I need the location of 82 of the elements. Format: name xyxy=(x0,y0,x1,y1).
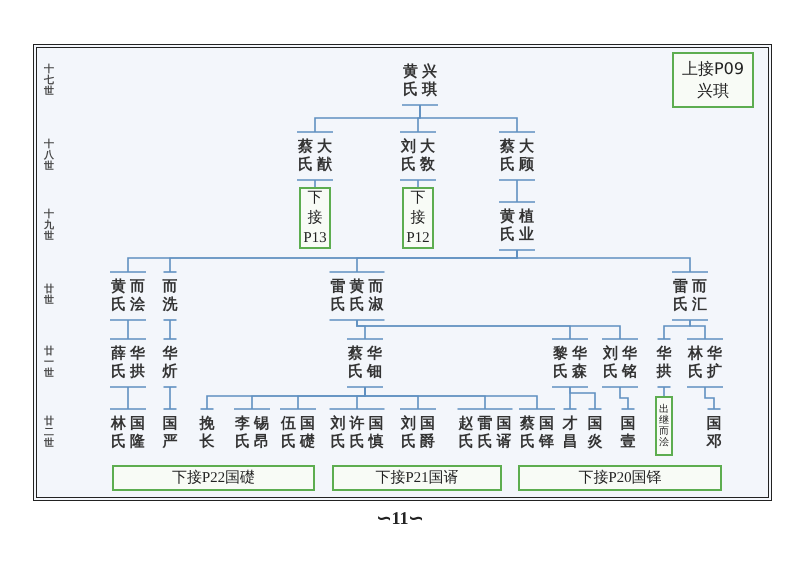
spouse-name: 蔡氏 xyxy=(500,138,515,174)
family-line xyxy=(169,320,171,339)
family-line xyxy=(364,387,538,409)
family-line xyxy=(127,320,129,339)
page-reference-box: 上接P09 兴琪 xyxy=(672,52,754,108)
person-name: 国谞 xyxy=(496,415,512,451)
page-reference-box: 下接P21国谞 xyxy=(332,465,502,491)
spouse-name: 伍氏 xyxy=(281,415,296,451)
person-name: 锡昂 xyxy=(254,415,269,451)
person-name: 植业 xyxy=(519,208,534,244)
spouse-name: 雷氏 xyxy=(330,278,346,314)
family-line xyxy=(704,387,715,409)
family-line xyxy=(516,250,691,272)
person-name: 华拱 xyxy=(656,345,672,381)
family-line xyxy=(619,387,629,409)
spouse-name: 刘氏 xyxy=(401,138,416,174)
generation-label: 十七世 xyxy=(44,64,54,97)
spouse-name: 薛氏 xyxy=(111,345,126,381)
spouse-name: 雷氏 xyxy=(478,415,492,451)
spouse-name: 黎氏 xyxy=(553,345,568,381)
person-name: 而浍 xyxy=(130,278,145,314)
family-line xyxy=(169,387,171,409)
generation-label: 廿世 xyxy=(44,284,54,306)
note-box: 出继而浍 xyxy=(655,396,673,456)
spouse-name: 蔡氏 xyxy=(520,415,535,451)
spouse-name: 李氏 xyxy=(235,415,250,451)
spouse-name: 黄氏 xyxy=(403,63,418,99)
person-name: 国壹 xyxy=(620,415,636,451)
spouse-name: 刘氏 xyxy=(330,415,346,451)
person-name: 国铎 xyxy=(539,415,554,451)
person-name: 国隆 xyxy=(130,415,145,451)
person-name: 国炎 xyxy=(588,415,602,451)
person-name: 华铭 xyxy=(622,345,637,381)
family-line xyxy=(516,180,518,202)
generation-label: 十八世 xyxy=(44,139,54,172)
person-name: 才昌 xyxy=(562,415,578,451)
family-line xyxy=(663,387,665,396)
person-name: 国礎 xyxy=(300,415,315,451)
family-line xyxy=(689,320,706,339)
spouse-name: 林氏 xyxy=(111,415,126,451)
person-name: 而淑 xyxy=(368,278,384,314)
family-line xyxy=(356,320,621,339)
person-name: 国爵 xyxy=(420,415,435,451)
generation-label: 廿二世 xyxy=(44,416,54,449)
person-name: 华扩 xyxy=(707,345,722,381)
person-name: 而洗 xyxy=(162,278,178,314)
family-line xyxy=(127,387,129,409)
page-reference-box: 下接P13 xyxy=(299,187,331,249)
spouse-name: 黄氏 xyxy=(111,278,126,314)
spouse-name: 黄氏 xyxy=(350,278,364,314)
family-line xyxy=(314,180,316,187)
spouse-name: 黄氏 xyxy=(500,208,515,244)
person-name: 大顾 xyxy=(519,138,534,174)
spouse-name: 蔡氏 xyxy=(348,345,363,381)
person-name: 国严 xyxy=(162,415,178,451)
spouse-name: 刘氏 xyxy=(603,345,618,381)
spouse-name: 赵氏 xyxy=(458,415,474,451)
spouse-name: 雷氏 xyxy=(673,278,688,314)
spouse-name: 许氏 xyxy=(350,415,364,451)
family-line xyxy=(419,105,518,132)
page-reference-box: 下接P12 xyxy=(402,187,434,249)
spouse-name: 刘氏 xyxy=(401,415,416,451)
person-name: 国邓 xyxy=(706,415,722,451)
person-name: 华钿 xyxy=(367,345,382,381)
person-name: 大猷 xyxy=(317,138,332,174)
person-name: 大敎 xyxy=(420,138,435,174)
page-reference-box: 下接P22国礎 xyxy=(112,465,315,491)
person-name: 挽长 xyxy=(200,415,214,451)
generation-label: 廿一世 xyxy=(44,346,54,379)
person-name: 华拱 xyxy=(130,345,145,381)
family-line xyxy=(569,387,596,409)
person-name: 华炘 xyxy=(162,345,178,381)
spouse-name: 蔡氏 xyxy=(298,138,313,174)
person-name: 兴琪 xyxy=(422,63,437,99)
spouse-name: 林氏 xyxy=(688,345,703,381)
page-number: ∽11∽ xyxy=(375,507,424,529)
person-name: 华森 xyxy=(572,345,587,381)
page-reference-box: 下接P20国铎 xyxy=(518,465,722,491)
family-line xyxy=(417,180,419,187)
person-name: 国慎 xyxy=(368,415,384,451)
person-name: 而汇 xyxy=(692,278,707,314)
generation-label: 十九世 xyxy=(44,209,54,242)
